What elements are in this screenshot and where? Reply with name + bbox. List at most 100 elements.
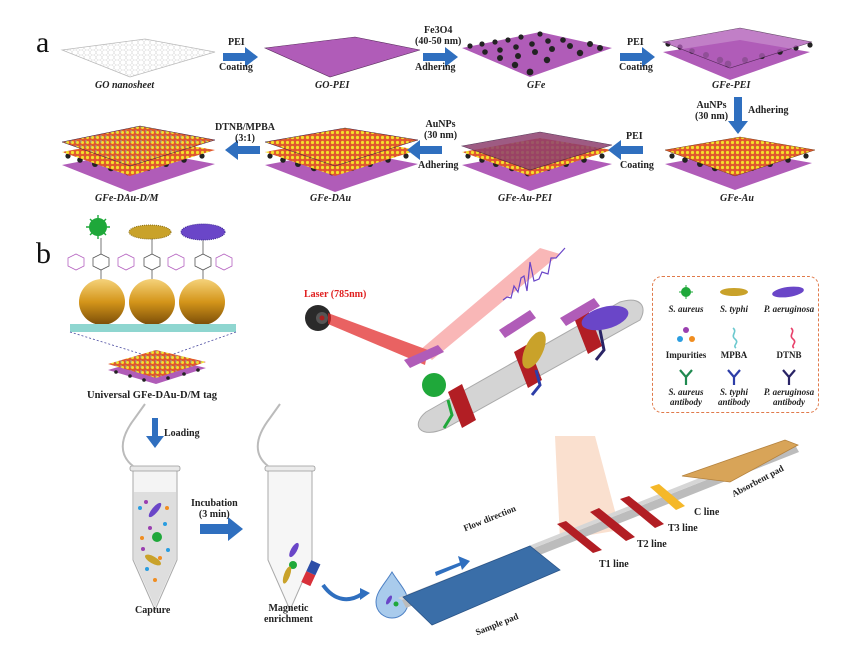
arrow-step-2 [423, 47, 458, 67]
green-antibody-icon [679, 369, 693, 385]
stage-label-gfe-pei: GFe-PEI [712, 80, 751, 91]
tag-p-aeruginosa-complex [560, 298, 629, 361]
legend-box [652, 276, 819, 413]
green-coccus-icon [679, 285, 693, 299]
zoomed-test-zone-1 [448, 384, 476, 428]
raman-scatter-beam [420, 248, 560, 360]
t2-line [590, 508, 635, 541]
flow-direction-arrow [435, 556, 470, 576]
arrow-step-7 [225, 140, 260, 160]
s-typhi-on-tag [128, 224, 172, 240]
go-nanosheet-graphic [60, 38, 216, 78]
t3-line [620, 496, 664, 528]
capture-tube [121, 403, 181, 612]
transfer-arrow [321, 583, 364, 602]
stage-label-go-nanosheet: GO nanosheet [95, 80, 155, 91]
gfe-au-graphic [664, 136, 816, 190]
step-2-top: Fe3O4 (40-50 nm) [415, 25, 462, 47]
arrow-step-5 [608, 140, 643, 160]
stage-label-gfe-au-pei: GFe-Au-PEI [498, 193, 552, 204]
arrow-step-1 [223, 47, 258, 67]
arrow-step-4 [728, 97, 748, 134]
t1-line [557, 521, 602, 553]
step-1-top: PEI [228, 37, 245, 48]
magnetic-enrichment-tube [256, 403, 321, 612]
stage-label-go-pei: GO-PEI [315, 80, 350, 91]
navy-antibody-icon [782, 369, 796, 385]
step-6-bottom: Adhering [418, 160, 459, 171]
step-2-bottom: Adhering [415, 62, 456, 73]
laser-beam [328, 313, 428, 365]
tag-s-typhi-complex [499, 310, 546, 396]
impurities-dots [138, 500, 170, 582]
purple-bacillus-icon [772, 286, 804, 298]
stage-label-gfe-au: GFe-Au [720, 193, 754, 204]
legend-label-mpba: MPBA [720, 350, 748, 360]
sample-pad [402, 545, 561, 626]
mpba-molecule-icon [732, 327, 738, 349]
step-4-bottom: Adhering [748, 105, 789, 116]
capture-label: Capture [135, 605, 171, 616]
c-line-label: C line [694, 507, 720, 518]
tag-s-aureus-complex [404, 345, 454, 429]
dtnb-molecule-icon [790, 327, 796, 349]
legend-label-dtnb: DTNB [776, 350, 802, 360]
step-6-top: AuNPs (30 nm) [424, 119, 458, 141]
go-pei-sheet [263, 36, 421, 78]
gfe-graphic [462, 31, 612, 77]
t2-line-label: T2 line [637, 539, 667, 550]
legend-label-s-typhi-antibody: S. typhi antibody [717, 387, 750, 407]
sample-droplet [375, 571, 409, 619]
step-3-bottom: Coating [619, 62, 653, 73]
t3-line-label: T3 line [668, 523, 698, 534]
gfe-dau-graphic [264, 127, 419, 192]
legend-label-s-typhi: S. typhi [719, 304, 748, 314]
step-1-bottom: Coating [219, 62, 253, 73]
gold-nanoparticle-3 [179, 279, 225, 325]
step-7-top: DTNB/MPBA (3:1) [215, 122, 275, 144]
p-aeruginosa-on-tag [180, 223, 226, 241]
absorbent-pad [681, 439, 799, 483]
step-5-bottom: Coating [620, 160, 654, 171]
arrow-step-6 [407, 140, 442, 160]
yellow-bacillus-icon [720, 288, 748, 296]
raman-spectrum-icon [502, 247, 566, 301]
blue-antibody-icon [727, 369, 741, 385]
legend-label-impurities: Impurities [665, 350, 707, 360]
loading-arrow [146, 418, 164, 448]
legend-label-s-aureus: S. aureus [668, 304, 704, 314]
laser-device-icon [305, 305, 331, 331]
incubation-label: Incubation (3 min) [191, 498, 238, 520]
c-line [650, 484, 685, 510]
step-5-top: PEI [626, 131, 643, 142]
legend-label-s-aureus-antibody: S. aureus antibody [668, 387, 704, 407]
gfe-au-pei-graphic [460, 131, 613, 191]
zoomed-test-zone-3 [574, 310, 602, 354]
magnetic-enrichment-label: Magnetic enrichment [264, 603, 313, 625]
stage-label-gfe: GFe [527, 80, 546, 91]
tag-substrate-bar [70, 324, 236, 332]
stage-label-gfe-dau-dm: GFe-DAu-D/M [95, 193, 159, 204]
mpba-molecules [67, 253, 233, 271]
impurity-dots-icon [677, 327, 695, 342]
legend-label-p-aeruginosa-antibody: P. aeruginosa antibody [763, 387, 815, 407]
gfe-dau-dm-graphic [61, 125, 216, 192]
s-aureus-on-tag [86, 215, 110, 239]
gfe-pei-graphic [661, 27, 813, 80]
stage-label-gfe-dau: GFe-DAu [310, 193, 352, 204]
panel-a-sheets [60, 27, 816, 192]
step-4-top: AuNPs (30 nm) [695, 100, 729, 122]
panel-b-letter: b [36, 237, 51, 270]
loading-label: Loading [164, 428, 200, 439]
gold-nanoparticle-2 [129, 279, 175, 325]
t1-line-label: T1 line [599, 559, 629, 570]
incubation-arrow [200, 517, 243, 541]
universal-tag-label: Universal GFe-DAu-D/M tag [87, 390, 218, 401]
panel-a-letter: a [36, 26, 50, 59]
laser-label: Laser (785nm) [304, 289, 367, 300]
step-3-top: PEI [627, 37, 644, 48]
gold-nanoparticle-1 [79, 279, 125, 325]
legend-label-p-aeruginosa: P. aeruginosa [763, 304, 815, 314]
